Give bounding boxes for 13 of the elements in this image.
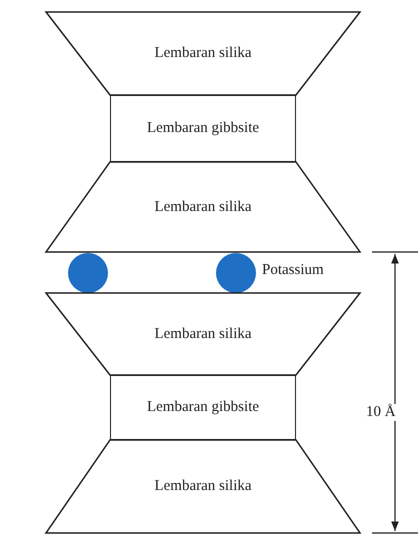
- sheet-box: [110, 375, 296, 440]
- sheet-label: Lembaran silika: [154, 478, 252, 495]
- sheet-label: Lembaran silika: [154, 198, 252, 216]
- sheet-label: Lembaran gibbsite: [146, 399, 260, 416]
- trapezoid-sheet: [46, 162, 360, 252]
- sheet-label: Lembaran silika: [154, 45, 252, 62]
- trapezoid-sheet: [46, 12, 360, 95]
- sheet-box: [110, 95, 296, 162]
- sheet-label: Lembaran silika: [154, 326, 252, 342]
- trapezoid-sheet: [46, 440, 360, 533]
- trapezoid-sheet: [46, 293, 360, 375]
- sheet-label: Lembaran gibbsite: [146, 120, 260, 137]
- dimension-label: 10 Å: [366, 404, 396, 421]
